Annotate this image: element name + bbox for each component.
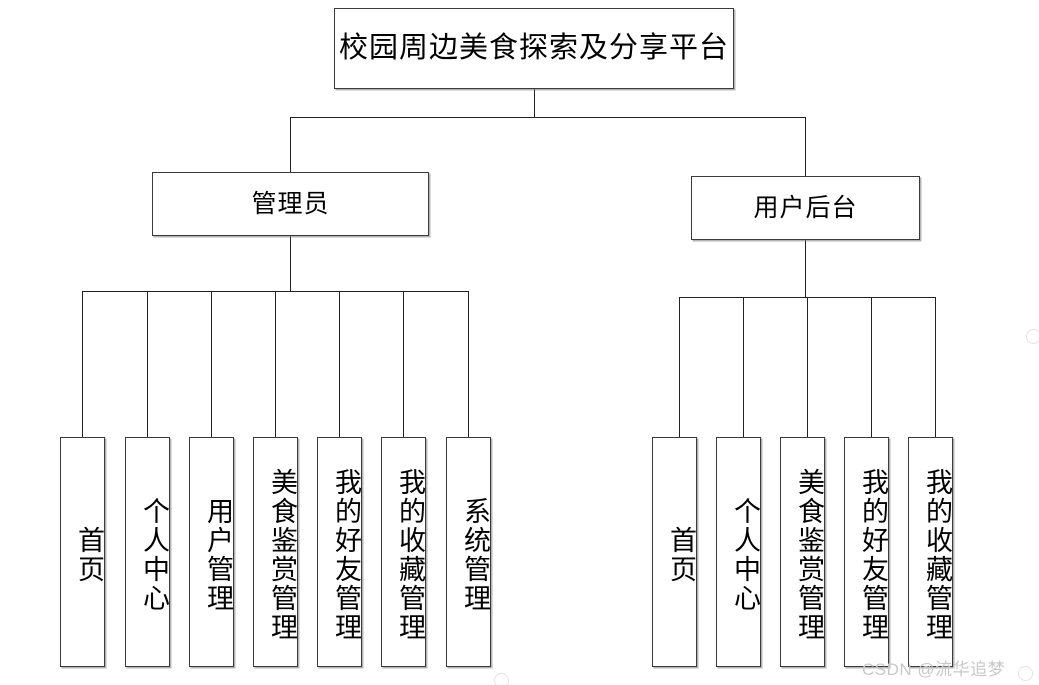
leaf-admin-6[interactable]: 我的收藏管理: [381, 437, 426, 667]
leaf-admin-3-label: 用户管理: [203, 497, 233, 613]
connector-to-admin: [290, 117, 291, 173]
leaf-admin-4[interactable]: 美食鉴赏管理: [253, 437, 298, 667]
node-branch-user-label: 用户后台: [753, 193, 858, 222]
connector-admin-child-5: [339, 291, 340, 438]
leaf-user-1[interactable]: 首页: [652, 437, 697, 667]
connector-admin-child-6: [403, 291, 404, 438]
connector-user-child-2: [743, 297, 744, 438]
connector-root-bus: [290, 117, 806, 118]
leaf-admin-5-label: 我的好友管理: [331, 468, 361, 642]
leaf-admin-1-label: 首页: [74, 526, 104, 584]
leaf-admin-7-label: 系统管理: [460, 497, 490, 613]
node-branch-admin[interactable]: 管理员: [152, 172, 429, 236]
leaf-user-4[interactable]: 我的好友管理: [844, 437, 889, 667]
connector-user-child-3: [807, 297, 808, 438]
leaf-user-2-label: 个人中心: [730, 497, 760, 613]
connector-user-child-5: [935, 297, 936, 438]
connector-admin-stem: [290, 236, 291, 292]
connector-user-stem: [805, 240, 806, 298]
connector-user-child-1: [679, 297, 680, 438]
node-root-platform[interactable]: 校园周边美食探索及分享平台: [334, 8, 734, 89]
artifact-circle-bottom: [494, 673, 509, 685]
leaf-user-5[interactable]: 我的收藏管理: [908, 437, 953, 667]
connector-to-user: [805, 117, 806, 177]
leaf-user-3[interactable]: 美食鉴赏管理: [780, 437, 825, 667]
connector-admin-child-2: [147, 291, 148, 438]
leaf-user-3-label: 美食鉴赏管理: [794, 468, 824, 642]
leaf-admin-4-label: 美食鉴赏管理: [267, 468, 297, 642]
leaf-admin-1[interactable]: 首页: [60, 437, 105, 667]
leaf-admin-6-label: 我的收藏管理: [395, 468, 425, 642]
leaf-user-4-label: 我的好友管理: [858, 468, 888, 642]
leaf-admin-3[interactable]: 用户管理: [189, 437, 234, 667]
leaf-user-5-label: 我的收藏管理: [922, 468, 952, 642]
leaf-user-1-label: 首页: [666, 526, 696, 584]
connector-admin-child-1: [82, 291, 83, 438]
node-root-label: 校园周边美食探索及分享平台: [338, 32, 729, 65]
connector-admin-child-3: [211, 291, 212, 438]
watermark-text: CSDN @流华追梦: [862, 660, 1006, 679]
node-branch-user[interactable]: 用户后台: [691, 176, 920, 240]
connector-admin-child-4: [275, 291, 276, 438]
connector-user-child-4: [871, 297, 872, 438]
connector-admin-child-7: [468, 291, 469, 438]
leaf-user-2[interactable]: 个人中心: [716, 437, 761, 667]
artifact-circle-right: [1026, 329, 1039, 344]
leaf-admin-5[interactable]: 我的好友管理: [317, 437, 362, 667]
artifact-circle-bottom-right: [1018, 666, 1033, 681]
leaf-admin-2-label: 个人中心: [139, 497, 169, 613]
node-branch-admin-label: 管理员: [251, 189, 330, 218]
leaf-admin-2[interactable]: 个人中心: [125, 437, 170, 667]
connector-root-stem: [534, 89, 535, 118]
leaf-admin-7[interactable]: 系统管理: [446, 437, 491, 667]
